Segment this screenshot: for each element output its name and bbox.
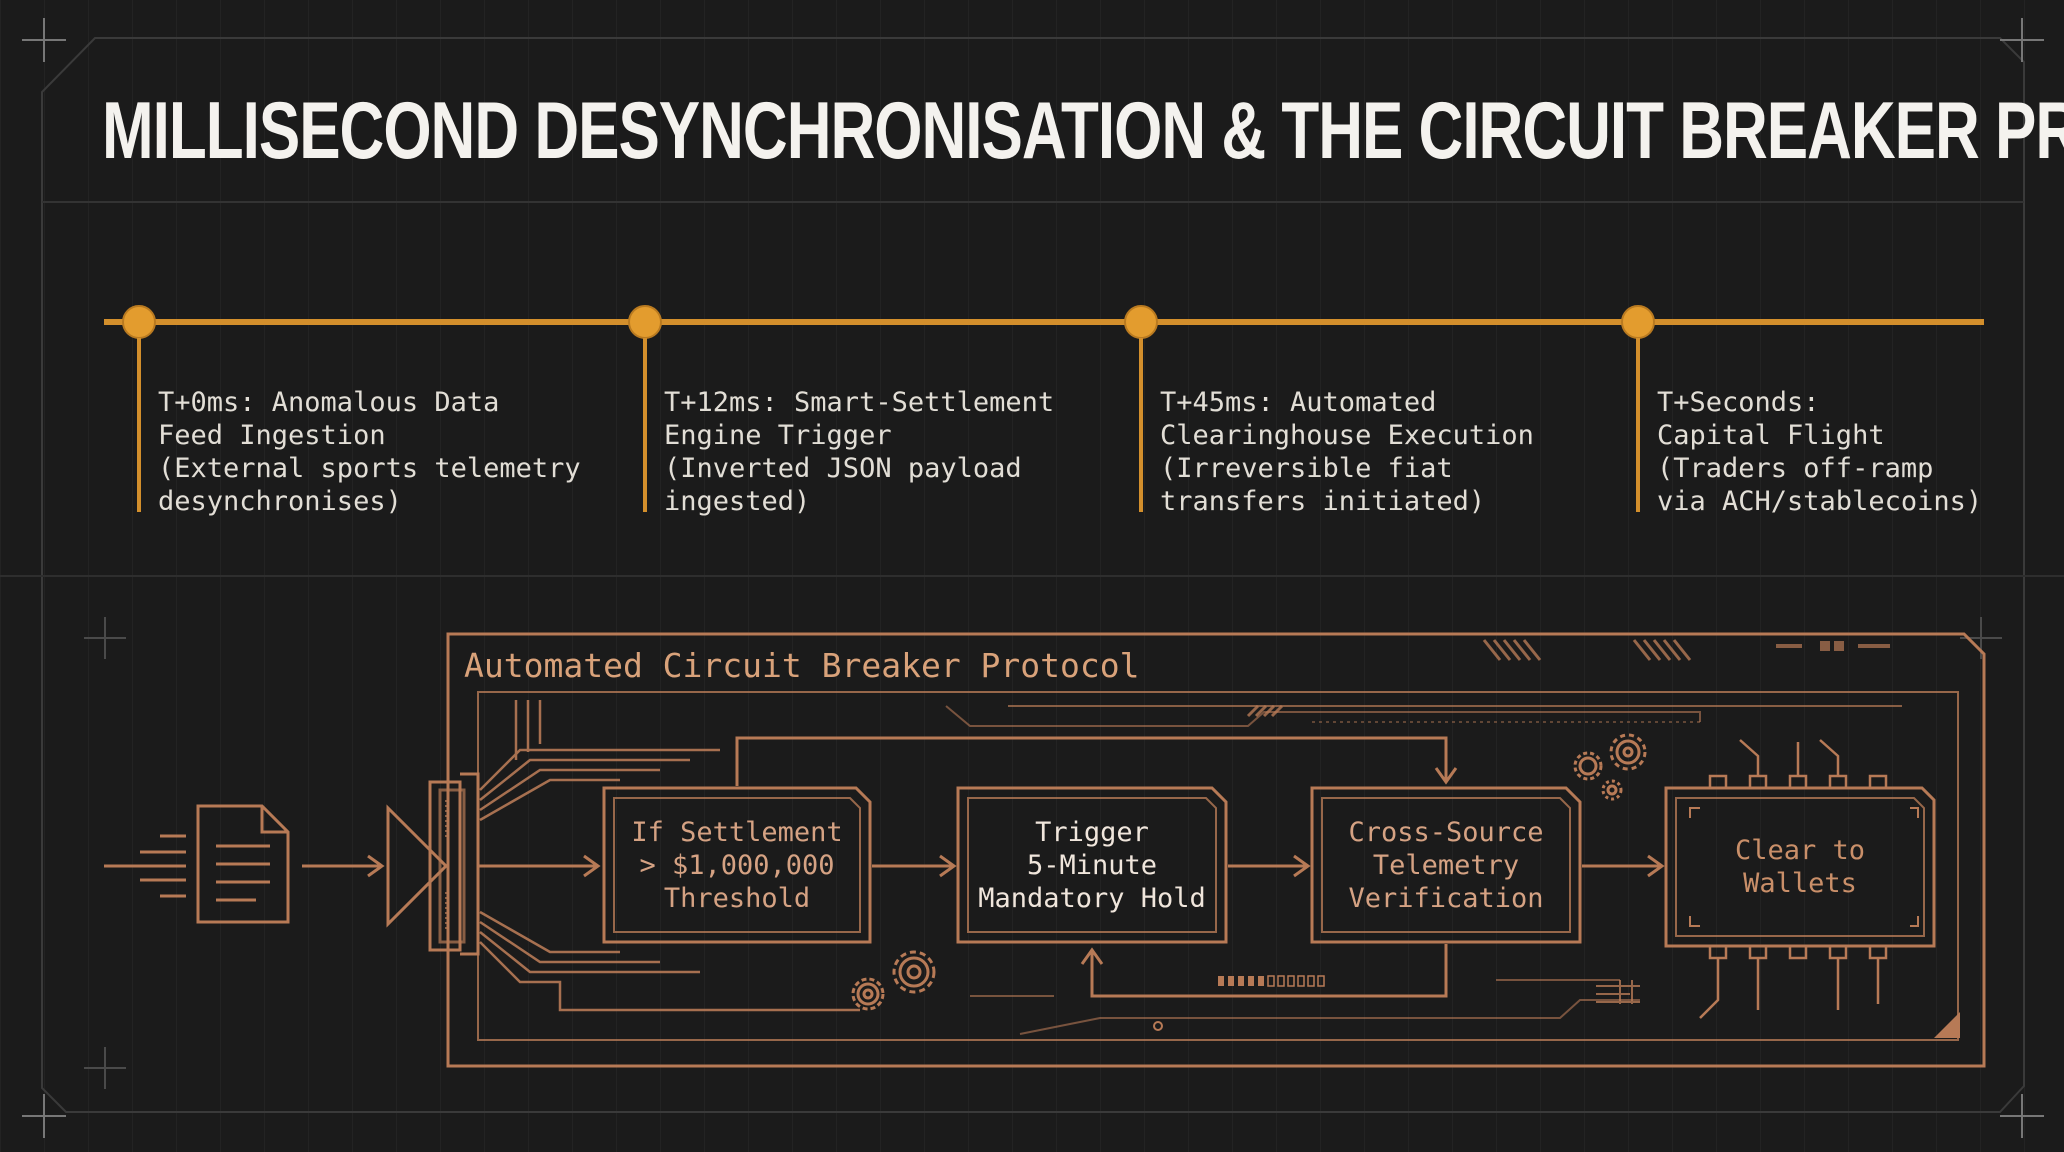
step-3-line-2: Telemetry xyxy=(1372,849,1520,881)
step-3-box xyxy=(1310,786,1582,944)
timeline-marker-4 xyxy=(1621,305,1655,339)
event-3-line-2: Clearinghouse Execution xyxy=(1160,420,1534,451)
step-3-label: Cross-Source Telemetry Verification xyxy=(1322,798,1570,932)
event-3-line-4: transfers initiated) xyxy=(1160,486,1486,517)
event-4-line-4: via ACH/stablecoins) xyxy=(1657,486,1983,517)
step-2-line-1: Trigger xyxy=(1035,816,1149,848)
timeline-marker-3 xyxy=(1124,305,1158,339)
timeline-event-2: T+12ms: Smart-Settlement Engine Trigger … xyxy=(664,386,1104,518)
event-2-line-1: T+12ms: Smart-Settlement xyxy=(664,387,1055,418)
event-2-line-3: (Inverted JSON payload xyxy=(664,453,1022,484)
timeline-marker-2 xyxy=(628,305,662,339)
protocol-panel-title: Automated Circuit Breaker Protocol xyxy=(464,646,1140,685)
step-3-line-3: Verification xyxy=(1348,882,1544,914)
step-4-line-2: Wallets xyxy=(1743,868,1857,899)
step-2-box xyxy=(956,786,1228,944)
step-1-label: If Settlement > $1,000,000 Threshold xyxy=(614,798,860,932)
event-3-line-3: (Irreversible fiat xyxy=(1160,453,1453,484)
amplifier-icon xyxy=(386,772,480,956)
timeline-event-1: T+0ms: Anomalous Data Feed Ingestion (Ex… xyxy=(158,386,598,518)
gears-icon xyxy=(851,950,936,1011)
step-1-box xyxy=(602,786,872,944)
event-2-line-4: ingested) xyxy=(664,486,811,517)
step-1-line-2: > $1,000,000 xyxy=(639,849,835,881)
timeline-event-3: T+45ms: Automated Clearinghouse Executio… xyxy=(1160,386,1600,518)
event-1-line-1: T+0ms: Anomalous Data xyxy=(158,387,500,418)
step-4-line-1: Clear to xyxy=(1734,835,1866,866)
event-1-line-4: desynchronises) xyxy=(158,486,402,517)
step-4-label: Clear to Wallets xyxy=(1676,798,1924,936)
event-4-line-3: (Traders off-ramp xyxy=(1657,453,1934,484)
page-title: MILLISECOND DESYNCHRONISATION & THE CIRC… xyxy=(102,86,2064,177)
step-1-line-1: If Settlement xyxy=(631,816,843,848)
step-1-line-3: Threshold xyxy=(663,882,811,914)
event-4-line-1: T+Seconds: xyxy=(1657,387,1820,418)
timeline-marker-1 xyxy=(122,305,156,339)
step-2-line-3: Mandatory Hold xyxy=(978,882,1206,914)
event-3-line-1: T+45ms: Automated xyxy=(1160,387,1437,418)
gears-icon xyxy=(1573,733,1647,801)
timeline-event-4: T+Seconds: Capital Flight (Traders off-r… xyxy=(1657,386,2064,518)
step-2-line-2: 5-Minute xyxy=(1026,849,1158,881)
event-1-line-2: Feed Ingestion xyxy=(158,420,386,451)
document-icon xyxy=(196,804,290,924)
step-3-line-1: Cross-Source xyxy=(1348,816,1544,848)
event-1-line-3: (External sports telemetry xyxy=(158,453,581,484)
step-2-label: Trigger 5-Minute Mandatory Hold xyxy=(968,798,1216,932)
event-4-line-2: Capital Flight xyxy=(1657,420,1885,451)
event-2-line-2: Engine Trigger xyxy=(664,420,892,451)
